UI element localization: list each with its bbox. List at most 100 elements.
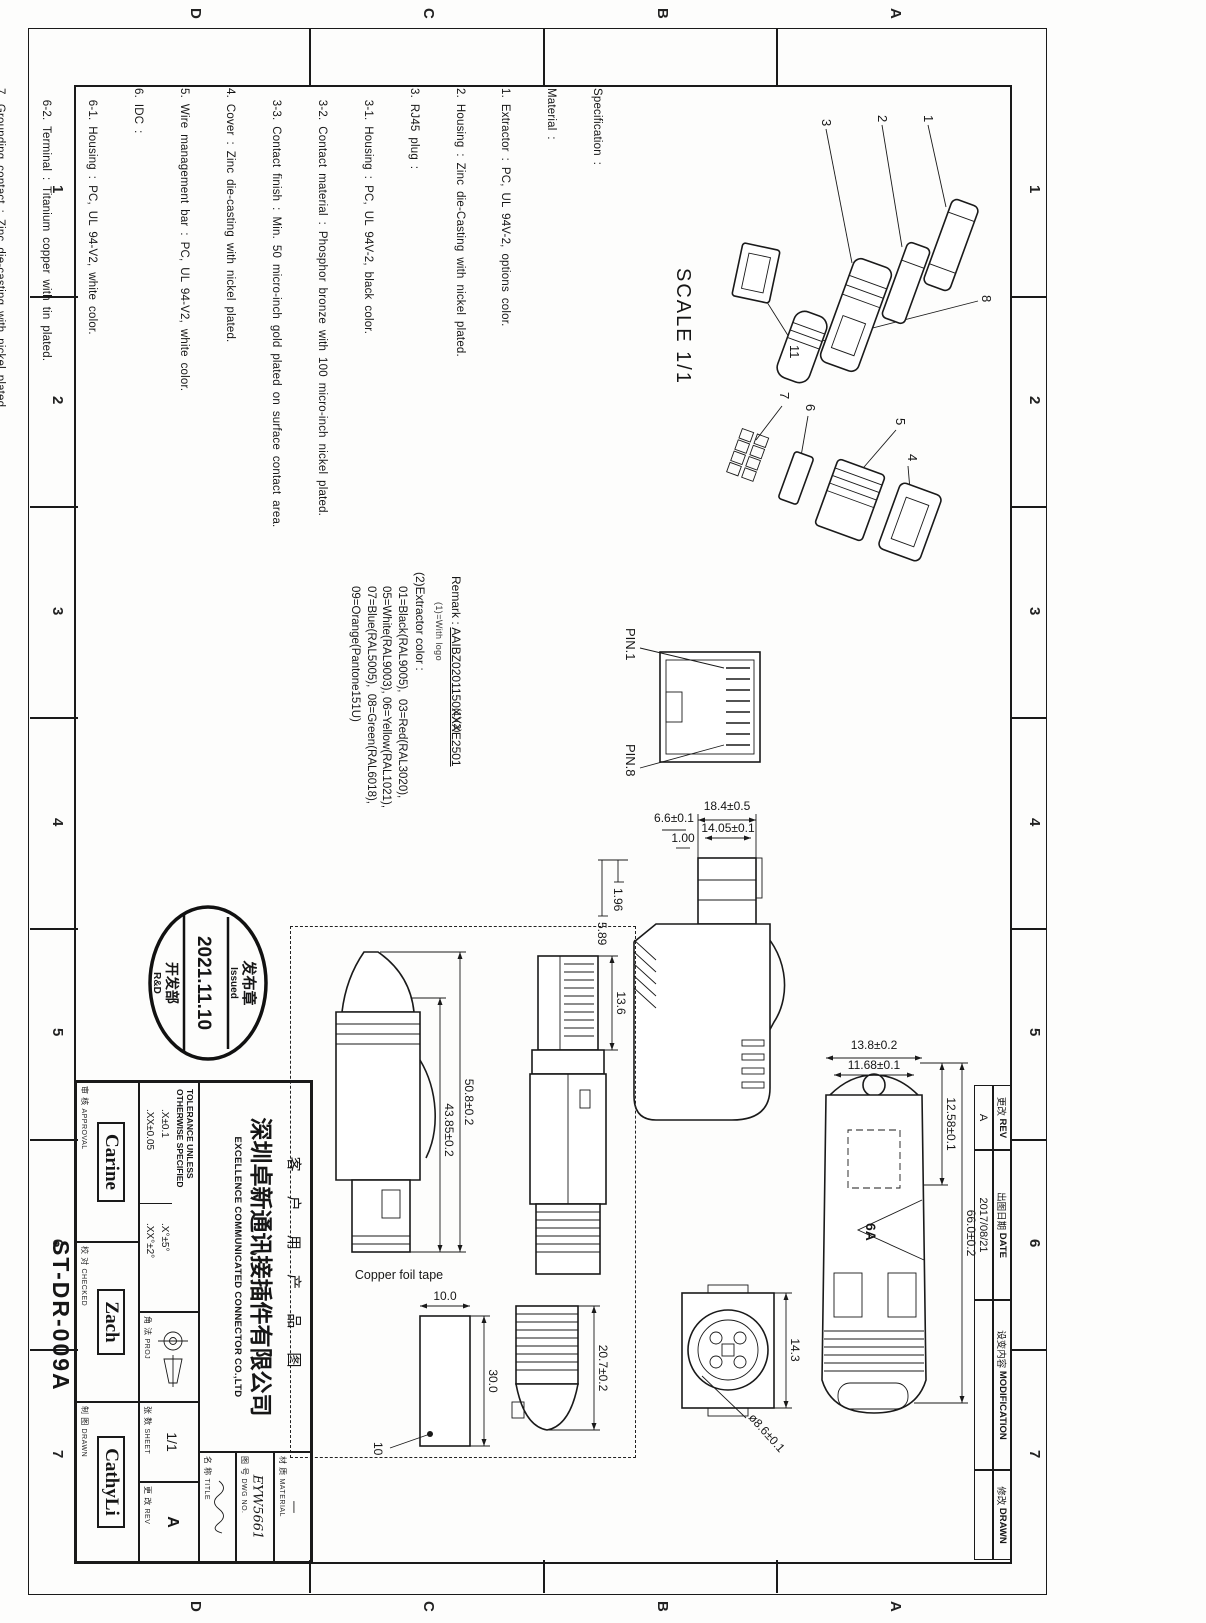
callout-6: 6 — [803, 404, 818, 411]
rev-header-modification: 设变内容 MODIFICATION — [993, 1300, 1012, 1470]
dim-13-6: 13.6 — [614, 991, 628, 1015]
callout-5: 5 — [893, 418, 908, 425]
zone-col-label: 5 — [49, 1028, 66, 1037]
zone-row-label: B — [654, 8, 671, 19]
zone-col-label: 7 — [49, 1450, 66, 1459]
dimension-lines — [380, 951, 466, 1253]
dim-50-8: 50.8±0.2 — [462, 1079, 476, 1126]
issued-stamp: 发布章 Issued 2021.11.10 开发部 R&D — [148, 905, 268, 1061]
handwritten-squiggle — [214, 1480, 224, 1534]
zone-tick — [309, 28, 311, 85]
projection-cell: 角 法 PROJ — [139, 1312, 199, 1402]
title-block: 客 户 用 产 品 图 深圳卓新通讯接插件有限公司 EXCELLENCE COM… — [74, 1080, 313, 1564]
dim-5-89: 5.89 — [595, 922, 609, 946]
spec-line: 7. Grounding contact : Zinc die-casting … — [0, 88, 7, 411]
revision-table: 更改 REV 出图日期 DATE 设变内容 MODIFICATION 修改 DR… — [974, 1085, 1012, 1560]
dim-6-6: 6.6±0.1 — [654, 811, 694, 825]
extractor-color-line: 09=Orange(Pantone151U) — [349, 586, 362, 722]
zone-tick — [1012, 717, 1047, 719]
zone-tick — [543, 28, 545, 85]
exploded-view-2-drawing: 4 5 6 7 — [726, 392, 942, 562]
scale-label: SCALE 1/1 — [672, 268, 694, 385]
remark-part-number: AAIBZ0201150XXXE2501 — [449, 627, 463, 767]
specification-notes: Specification : Material : 1. Extractor … — [0, 88, 635, 833]
zone-col-label: 2 — [1026, 396, 1043, 405]
tolerance-value: .XX±0.05 — [144, 1109, 155, 1151]
stamp-date: 2021.11.10 — [193, 936, 214, 1030]
dwg-no-value: EYW5661 — [249, 1474, 265, 1540]
rev-cell: 更 改 REV A — [139, 1482, 199, 1562]
checked-signature: Zach — [96, 1289, 125, 1355]
title-cell: 名 称 TITLE — [199, 1452, 236, 1562]
connector-profile — [633, 857, 786, 1121]
zone-row-label: A — [887, 8, 904, 19]
zone-col-label: 3 — [1026, 607, 1043, 616]
spec-line: 5. Wire management bar : PC, UL 94-V2, w… — [177, 88, 190, 392]
dim-30-0: 30.0 — [486, 1369, 500, 1393]
side-view-a-drawing: 18.4±0.5 14.05±0.1 6.6±0.1 1.00 1.96 5.8… — [595, 799, 786, 1121]
company-cell: 客 户 用 产 品 图 深圳卓新通讯接插件有限公司 EXCELLENCE COM… — [199, 1082, 311, 1452]
dimension-lines — [546, 1305, 600, 1431]
stamp-cn-bottom: 开发部 — [164, 962, 180, 1004]
copper-foil-tape-drawing: 30.0 10.0 10 — [371, 1289, 500, 1456]
rev-modification-value — [974, 1300, 993, 1470]
zone-tick — [1012, 928, 1047, 930]
tolerance-header: TOLERANCE UNLESS — [185, 1089, 195, 1179]
zone-row-label: D — [187, 1601, 204, 1612]
callout-hole-10: 10 — [371, 1442, 385, 1456]
zone-tick — [776, 1560, 778, 1593]
part-cover — [878, 482, 942, 562]
spec-line: 3-3. Contact finish : Min. 50 micro-inch… — [269, 88, 282, 528]
zone-row-label: A — [887, 1601, 904, 1612]
callout-4: 4 — [905, 454, 920, 461]
zone-row-label: D — [187, 8, 204, 19]
boot-cap-view-drawing: 20.7±0.2 — [511, 1305, 610, 1431]
dim-20-7: 20.7±0.2 — [596, 1345, 610, 1392]
top-view-b-drawing: 66.0±0.2 12.58±0.1 13.8±0.2 11.68±0.1 6A — [821, 1038, 978, 1414]
zone-col-label: 7 — [1026, 1450, 1043, 1459]
tolerance-value: .X±0.1 — [159, 1109, 170, 1138]
callout-8: 8 — [979, 295, 994, 302]
extractor-color-line: 05=White(RAL9003), 06=Yellow(RAL1021), — [380, 586, 393, 809]
spec-line: Specification : — [591, 88, 604, 166]
dim-14-05: 14.05±0.1 — [701, 821, 755, 835]
tolerance-value: .XX°±2° — [144, 1223, 155, 1259]
callout-2: 2 — [875, 115, 890, 122]
spec-line: 1. Extractor : PC, UL 94V-2, options col… — [499, 88, 512, 327]
dim-1-96: 1.96 — [611, 888, 625, 912]
badge-6a: 6A — [863, 1223, 879, 1241]
callout-7: 7 — [777, 392, 792, 399]
remark-label: Remark : — [449, 576, 463, 628]
customer-drawing-title: 客 户 用 产 品 图 — [285, 1156, 302, 1378]
stamp-en-bottom: R&D — [151, 972, 162, 994]
plug-top-view-drawing: 13.6 — [529, 955, 628, 1275]
zone-tick — [1012, 296, 1047, 298]
dimension-lines — [598, 814, 757, 917]
part-housing-shell — [881, 241, 931, 325]
assembled-side-view-drawing: 50.8±0.2 43.85±0.2 — [335, 951, 476, 1253]
zone-col-label: 6 — [1026, 1239, 1043, 1248]
spec-line: 6. IDC : — [132, 88, 144, 134]
part-boot — [776, 310, 828, 384]
connector-body — [821, 1073, 927, 1414]
callout-1: 1 — [921, 115, 936, 122]
dim-13-8: 13.8±0.2 — [851, 1038, 898, 1052]
dim-18-4: 18.4±0.5 — [704, 799, 751, 813]
remark-line: Remark : AAIBZ0201150XXXE2501 — [435, 556, 477, 767]
tolerance-header: OTHERWISE SPECIFIED — [175, 1089, 185, 1188]
rev-drawn-value — [974, 1470, 993, 1560]
remark-note-1: (1)=With logo — [434, 602, 444, 661]
part-dust-cap — [731, 242, 781, 304]
dim-14-3: 14.3 — [788, 1338, 802, 1362]
part-extractor — [923, 198, 979, 292]
part-rj45-plug — [814, 458, 886, 542]
spec-line: Material : — [545, 88, 558, 140]
tolerance-cell: TOLERANCE UNLESS OTHERWISE SPECIFIED .X±… — [139, 1082, 199, 1312]
zone-row-label: C — [420, 1601, 437, 1612]
checked-cell: 校 对 CHECKED Zach — [76, 1242, 139, 1402]
spec-line: 4. Cover : Zinc die-casting with nickel … — [223, 88, 236, 343]
material-value: — — [286, 1500, 302, 1514]
zone-tick — [1012, 1139, 1047, 1141]
callout-3: 3 — [819, 119, 834, 126]
